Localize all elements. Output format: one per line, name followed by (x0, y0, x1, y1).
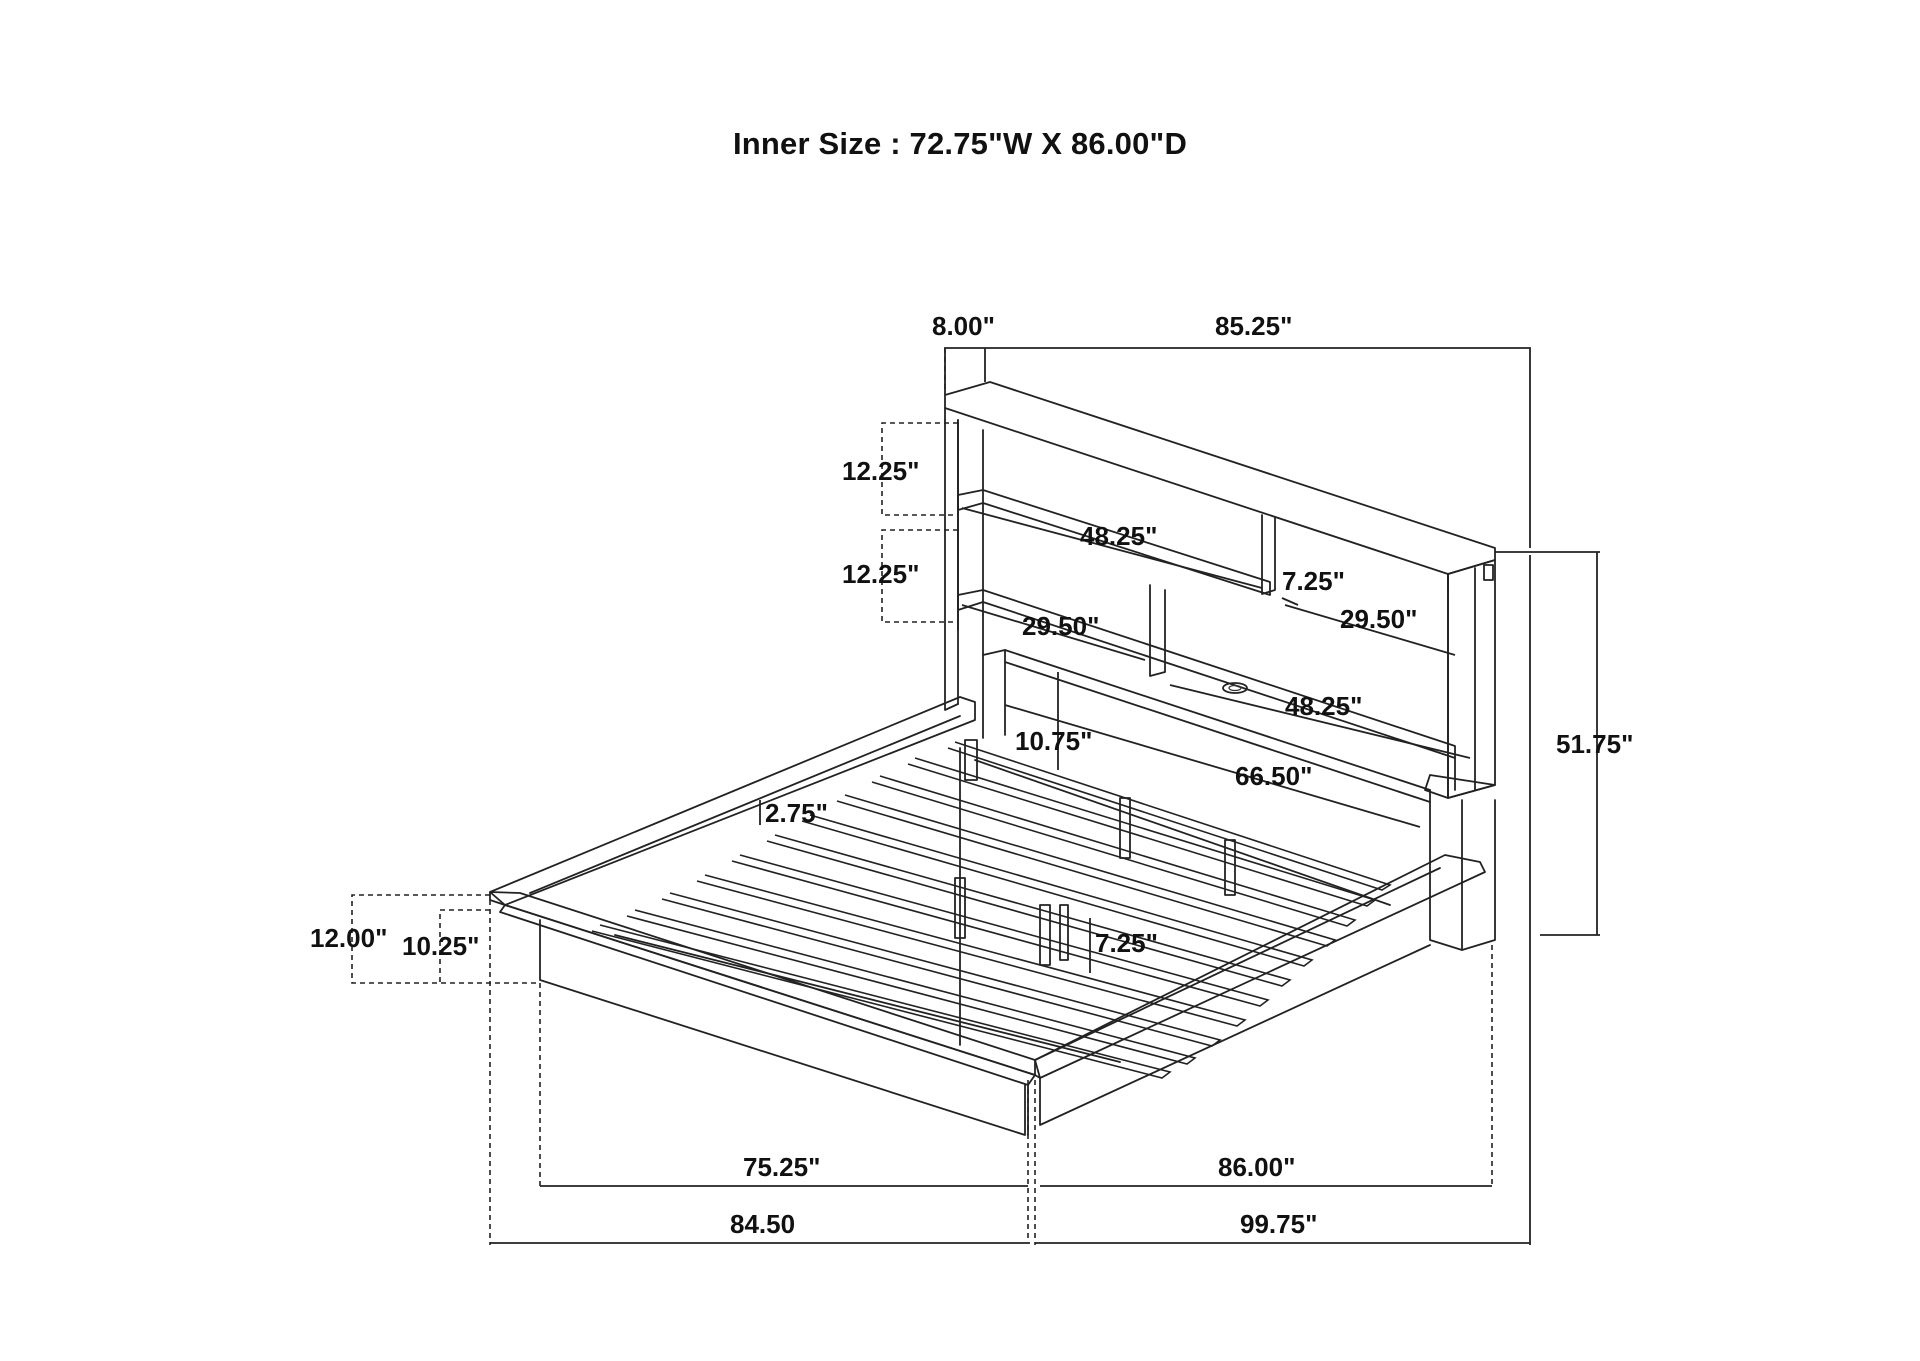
label-lower-right-shelf-width: 29.50" (1340, 604, 1417, 634)
dimension-labels: 8.00" 85.25" 12.25" 12.25" 48.25" 7.25" … (310, 311, 1633, 1239)
label-leg-height: 7.25" (1095, 928, 1158, 958)
support-legs (954, 739, 1236, 966)
label-lower-left-shelf-width: 29.50" (1022, 611, 1099, 641)
label-overall-depth: 99.75" (1240, 1209, 1317, 1239)
slats (591, 741, 1392, 1079)
label-headboard-width: 85.25" (1215, 311, 1292, 341)
label-headboard-depth: 8.00" (932, 311, 995, 341)
label-upper-shelf-height: 12.25" (842, 456, 919, 486)
label-slat-height: 2.75" (765, 798, 828, 828)
label-rail-height-inner: 10.25" (402, 931, 479, 961)
label-opening-height: 10.75" (1015, 726, 1092, 756)
label-lower-shelf-height: 12.25" (842, 559, 919, 589)
label-rail-height-outer: 12.00" (310, 923, 387, 953)
label-upper-shelf-width: 48.25" (1080, 521, 1157, 551)
label-inner-depth: 86.00" (1218, 1152, 1295, 1182)
label-headboard-height: 51.75" (1556, 729, 1633, 759)
label-overall-length: 84.50 (730, 1209, 795, 1239)
label-small-divider-width: 7.25" (1282, 566, 1345, 596)
dimension-lines (351, 347, 1600, 1245)
bed-frame (489, 696, 1486, 1136)
page-title: Inner Size : 72.75"W X 86.00"D (732, 126, 1188, 161)
label-inner-length: 75.25" (743, 1152, 820, 1182)
label-bottom-shelf-width: 48.25" (1285, 691, 1362, 721)
label-opening-width: 66.50" (1235, 761, 1312, 791)
headboard (944, 381, 1496, 951)
